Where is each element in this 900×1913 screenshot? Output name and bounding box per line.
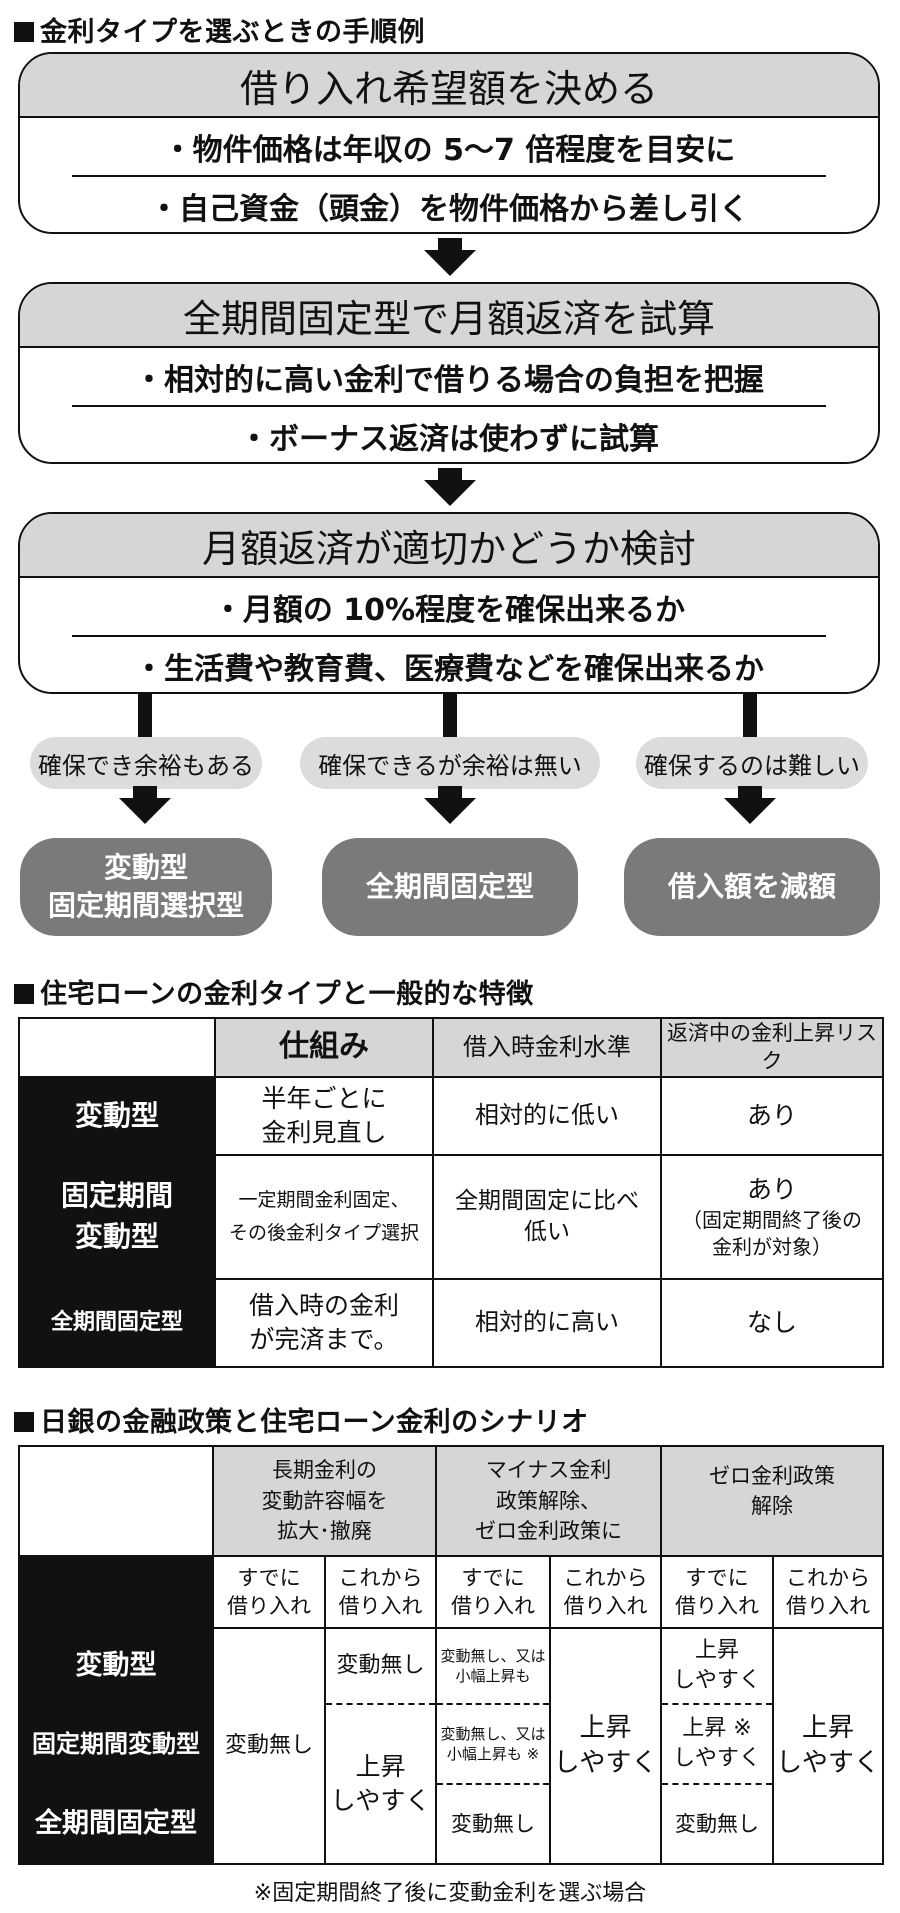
step-divider [72,405,826,407]
condition-pill-3: 確保するのは難しい [636,737,868,789]
row-label-variable: 変動型 [18,1075,216,1156]
scenario-header-1: 長期金利の変動許容幅を拡大･撤廃 [212,1445,437,1557]
table-row: 全期間固定型 借入時の金利が完済まで。 相対的に高い なし [18,1277,884,1368]
condition-pill-2: 確保できるが余裕は無い [300,737,600,789]
square-bullet-icon [14,22,34,42]
monetary-policy-scenario-table: 長期金利の変動許容幅を拡大･撤廃 マイナス金利政策解除、ゼロ金利政策に ゼロ金利… [18,1445,884,1865]
result-variable-or-fixed-period: 変動型 固定期間選択型 [20,838,272,936]
cell-risk: あり（固定期間終了後の金利が対象） [660,1153,884,1280]
cell-initial-rate: 全期間固定に比べ低い [432,1153,662,1280]
cell-s3-future: 上昇しやすく [772,1627,884,1865]
step-3-bullet-1: ・月額の 10%程度を確保出来るか [212,592,686,628]
header-initial-rate: 借入時金利水準 [432,1017,662,1078]
cell-s2-already-fixed-period: 変動無し、又は小幅上昇も ※ [435,1703,551,1785]
down-arrow-icon [424,238,476,276]
cell-s3-already-fixed-period: 上昇 ※しやすく [660,1703,774,1785]
row-label-full-fixed: 全期間固定型 [18,1783,214,1865]
blank-corner-cell [18,1017,216,1078]
section2-title: 住宅ローンの金利タイプと一般的な特徴 [14,972,534,1011]
step-2-box: 全期間固定型で月額返済を試算 ・相対的に高い金利で借りる場合の負担を把握 ・ボー… [18,282,880,464]
cell-s3-already-variable: 上昇しやすく [660,1627,774,1705]
condition-pill-1: 確保でき余裕もある [30,737,262,789]
section3-title: 日銀の金融政策と住宅ローン金利のシナリオ [14,1400,589,1439]
table-row: 変動型 変動無し 変動無し 変動無し、又は小幅上昇も 上昇しやすく 上昇しやすく… [18,1627,884,1865]
table-row: 変動型 半年ごとに金利見直し 相対的に低い あり [18,1075,884,1156]
step-3-box: 月額返済が適切かどうか検討 ・月額の 10%程度を確保出来るか ・生活費や教育費… [18,512,880,694]
step-1-bullet-1: ・物件価格は年収の 5～7 倍程度を目安に [162,132,736,168]
cell-s1-already: 変動無し [212,1627,326,1865]
sub-header-future: これから借り入れ [549,1555,662,1629]
cell-mechanism: 一定期間金利固定、その後金利タイプ選択 [214,1153,434,1280]
down-arrow-icon [119,786,171,824]
step-2-bullet-1: ・相対的に高い金利で借りる場合の負担を把握 [134,362,764,398]
blank-label-cell [18,1555,214,1629]
row-label-fixed-period: 固定期間変動型 [18,1153,216,1280]
cell-s2-already-variable: 変動無し、又は小幅上昇も [435,1627,551,1705]
table-row: 固定期間変動型 上昇しやすく 変動無し、又は小幅上昇も ※ 上昇 ※しやすく [18,1703,883,1865]
header-mechanism: 仕組み [214,1017,434,1078]
cell-mechanism: 半年ごとに金利見直し [214,1075,434,1156]
down-arrow-icon [724,786,776,824]
sub-header-future: これから借り入れ [324,1555,437,1629]
square-bullet-icon [14,1412,34,1432]
table-row: 固定期間変動型 一定期間金利固定、その後金利タイプ選択 全期間固定に比べ低い あ… [18,1153,884,1280]
cell-risk: なし [660,1277,884,1368]
step-3-heading: 月額返済が適切かどうか検討 [20,514,878,578]
sub-header-already: すでに借り入れ [212,1555,326,1629]
cell-s2-future: 上昇しやすく [549,1627,662,1865]
header-rate-rise-risk: 返済中の金利上昇リスク [660,1017,884,1078]
step-2-bullet-2: ・ボーナス返済は使わずに試算 [239,421,659,457]
result-full-fixed: 全期間固定型 [322,838,578,936]
step-1-box: 借り入れ希望額を決める ・物件価格は年収の 5～7 倍程度を目安に ・自己資金（… [18,52,880,234]
row-label-fixed-period: 固定期間変動型 [18,1703,214,1785]
sub-header-future: これから借り入れ [772,1555,884,1629]
sub-header-already: すでに借り入れ [435,1555,551,1629]
cell-initial-rate: 相対的に低い [432,1075,662,1156]
table-row: 全期間固定型 変動無し 変動無し [18,1783,883,1865]
loan-type-features-table: 仕組み 借入時金利水準 返済中の金利上昇リスク 変動型 半年ごとに金利見直し 相… [18,1017,884,1368]
step-1-heading: 借り入れ希望額を決める [20,54,878,118]
cell-s1-future-variable: 変動無し [324,1627,437,1705]
result-reduce-loan: 借入額を減額 [624,838,880,936]
scenario-header-3: ゼロ金利政策解除 [660,1445,884,1557]
scenario-header-2: マイナス金利政策解除、ゼロ金利政策に [435,1445,662,1557]
down-arrow-icon [424,468,476,506]
step-divider [72,175,826,177]
step-3-bullet-2: ・生活費や教育費、医療費などを確保出来るか [134,651,764,687]
cell-risk: あり [660,1075,884,1156]
blank-corner-cell [18,1445,214,1557]
section1-title: 金利タイプを選ぶときの手順例 [14,10,425,49]
row-label-full-fixed: 全期間固定型 [18,1277,216,1368]
cell-initial-rate: 相対的に高い [432,1277,662,1368]
sub-header-already: すでに借り入れ [660,1555,774,1629]
step-1-bullet-2: ・自己資金（頭金）を物件価格から差し引く [149,191,749,227]
step-divider [72,635,826,637]
cell-s1-future-fixed: 上昇しやすく [324,1703,437,1865]
cell-mechanism: 借入時の金利が完済まで。 [214,1277,434,1368]
cell-s2-already-full-fixed: 変動無し [435,1783,551,1865]
square-bullet-icon [14,984,34,1004]
down-arrow-icon [424,786,476,824]
step-2-heading: 全期間固定型で月額返済を試算 [20,284,878,348]
row-label-variable: 変動型 [18,1627,214,1705]
cell-s3-already-full-fixed: 変動無し [660,1783,774,1865]
footnote: ※固定期間終了後に変動金利を選ぶ場合 [253,1881,647,1906]
